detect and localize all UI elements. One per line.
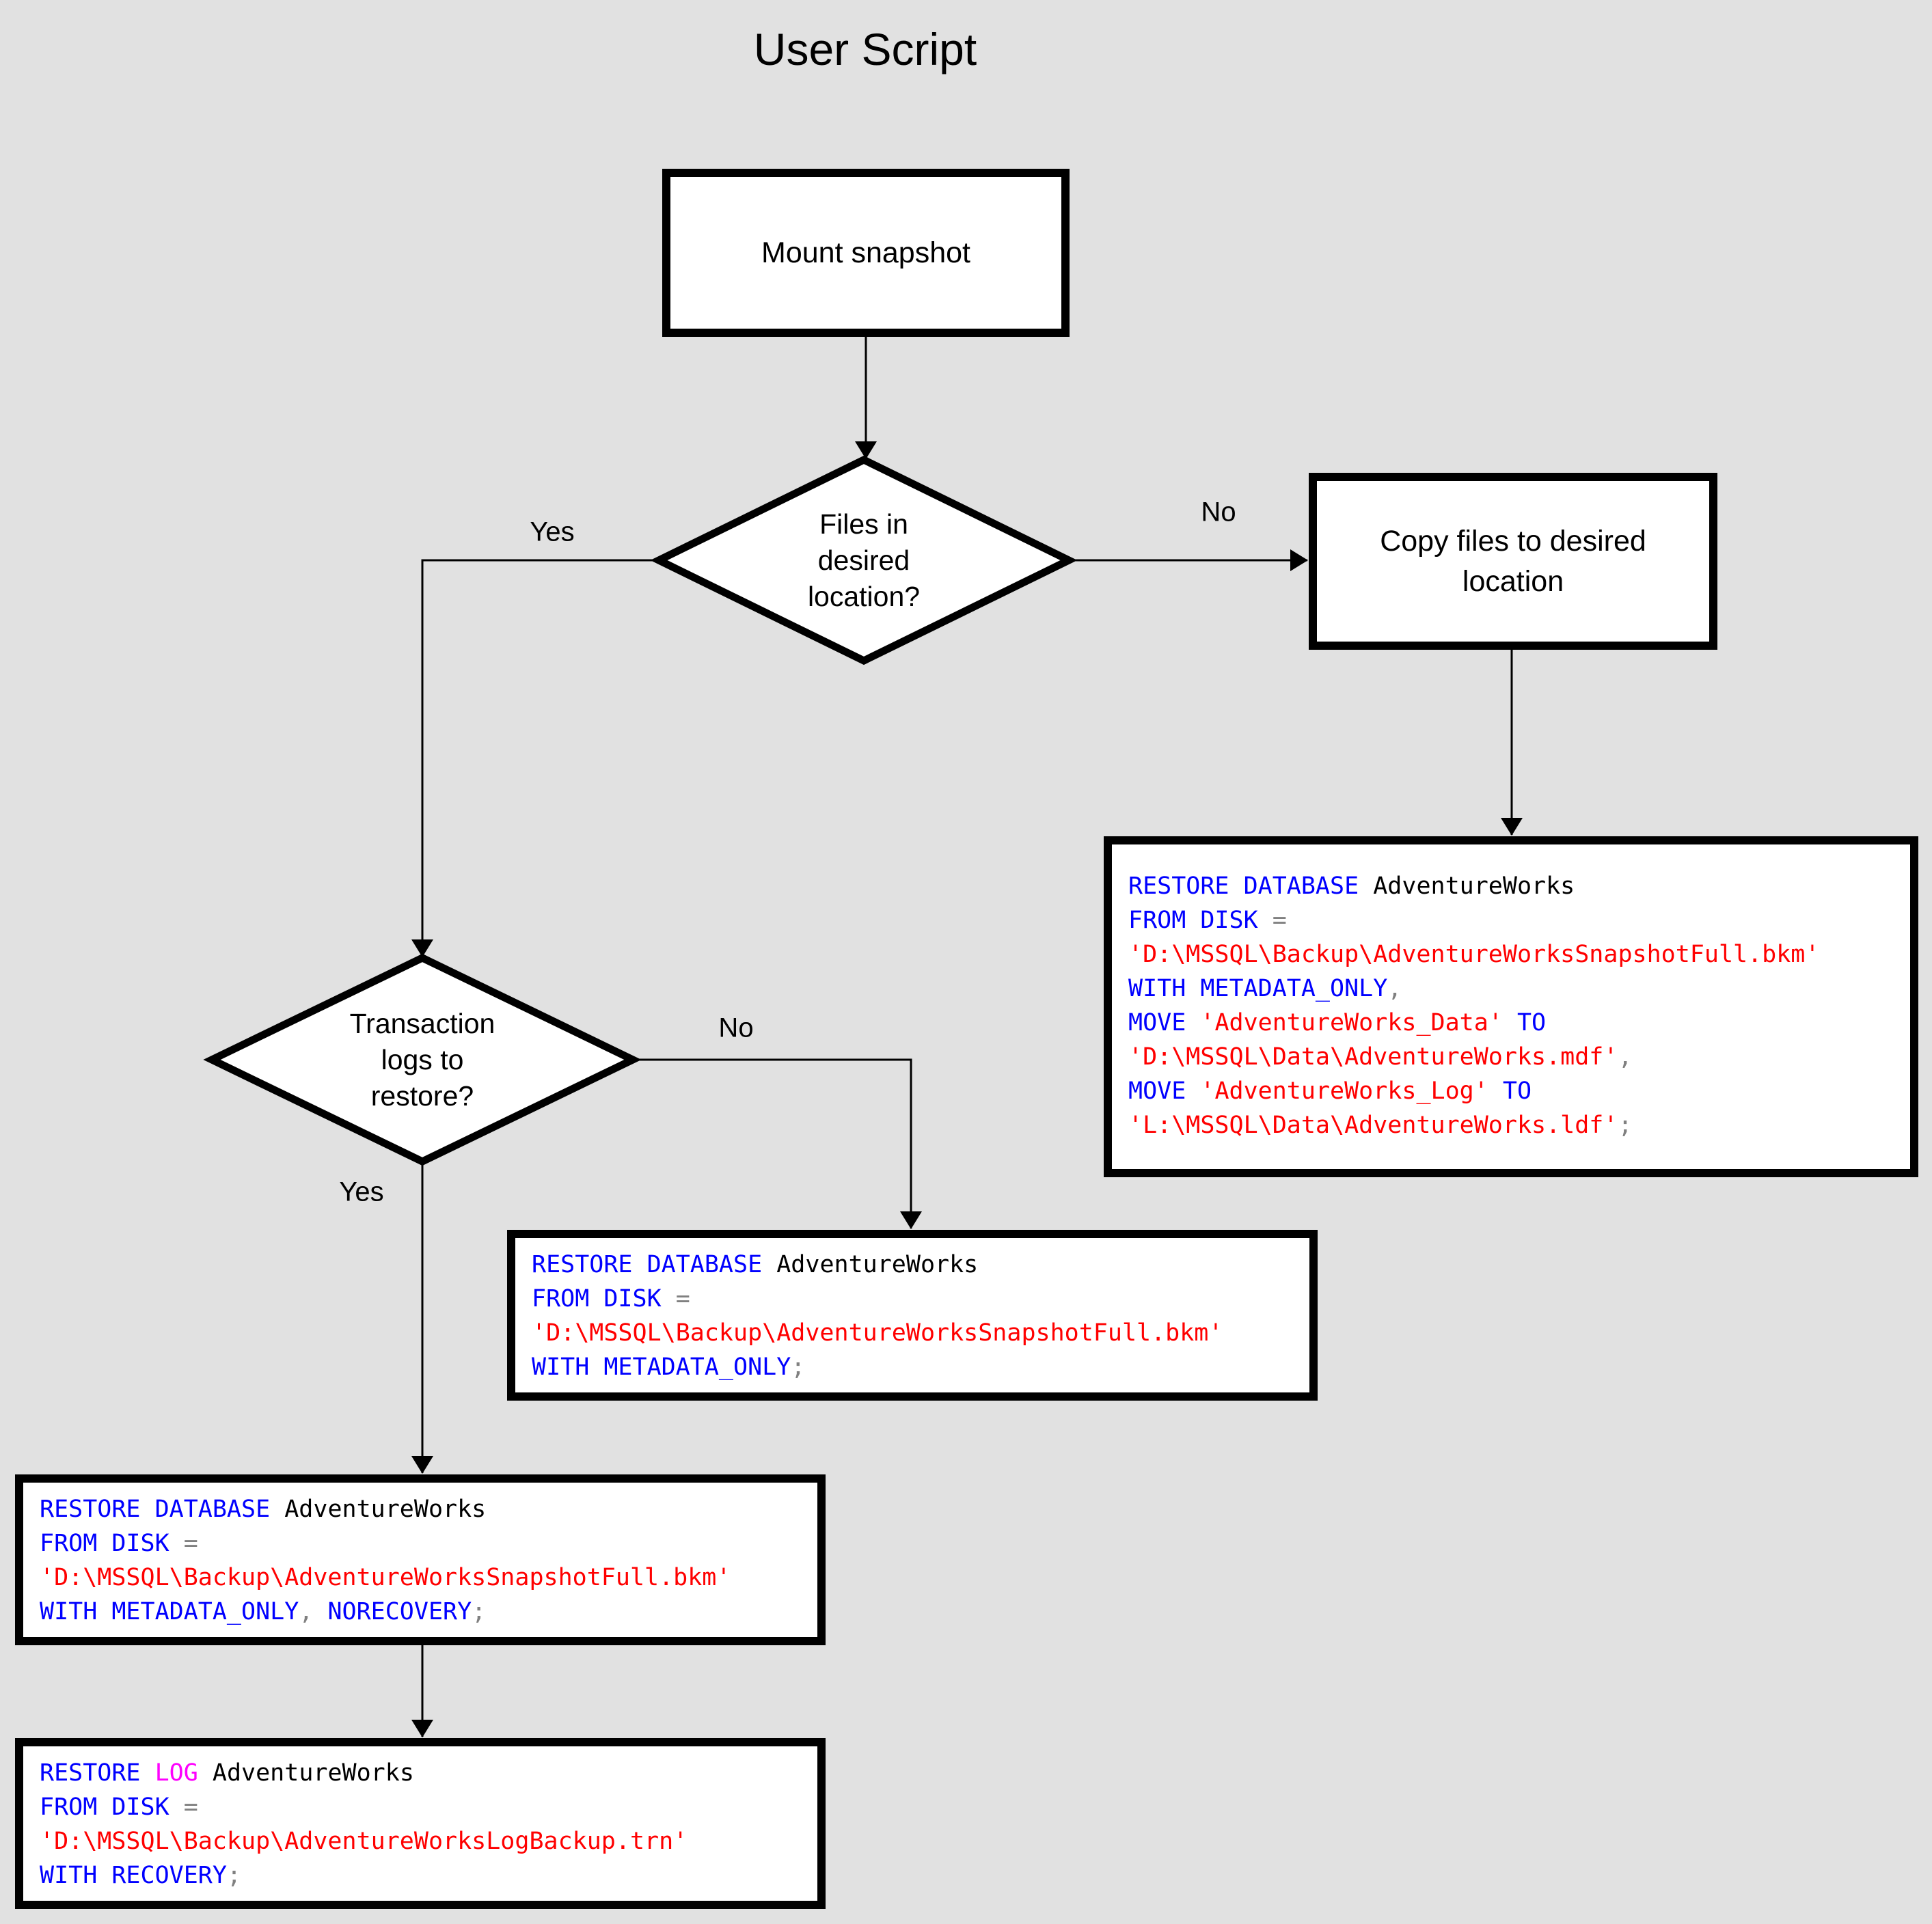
code-token-keyword: RESTORE [40, 1759, 141, 1787]
copy-files-label: Copy files to desired location [1380, 525, 1646, 598]
code-token-keyword: WITH RECOVERY [40, 1862, 227, 1889]
code-token-keyword: FROM DISK [1128, 907, 1258, 934]
mount-snapshot-label: Mount snapshot [761, 236, 970, 269]
code-line: MOVE 'AdventureWorks_Log' TO [1128, 1074, 1894, 1108]
code-token-keyword: RESTORE DATABASE [532, 1251, 763, 1278]
decision-files-shape [650, 455, 1078, 665]
code-line: 'L:\MSSQL\Data\AdventureWorks.ldf'; [1128, 1108, 1894, 1142]
code-token-keyword: RESTORE DATABASE [40, 1496, 271, 1523]
code-token-operator: = [1257, 907, 1287, 934]
code-token-string: 'D:\MSSQL\Backup\AdventureWorksSnapshotF… [40, 1564, 731, 1591]
code-token-keyword: NORECOVERY [327, 1598, 472, 1625]
code-token-identifier: AdventureWorks [762, 1251, 979, 1278]
code-token-keyword: TO [1488, 1077, 1532, 1105]
code-line: RESTORE DATABASE AdventureWorks [40, 1492, 801, 1526]
decision-logs-shape [203, 953, 642, 1166]
code-line: FROM DISK = [40, 1526, 801, 1561]
edge-label-files-no: No [1201, 497, 1236, 527]
code-token-operator: ; [472, 1598, 487, 1625]
code-token-identifier: AdventureWorks [198, 1759, 414, 1787]
code-token-log: LOG [140, 1759, 198, 1787]
code-token-operator: ; [791, 1353, 806, 1381]
code-token-keyword: MOVE [1128, 1077, 1186, 1105]
page-title: User Script [753, 24, 977, 74]
code-token-string: 'D:\MSSQL\Backup\AdventureWorksLogBackup… [40, 1828, 688, 1855]
code-line: 'D:\MSSQL\Backup\AdventureWorksSnapshotF… [40, 1561, 801, 1595]
code-token-operator: , [299, 1598, 328, 1625]
code-line: 'D:\MSSQL\Data\AdventureWorks.mdf', [1128, 1040, 1894, 1074]
code-line: 'D:\MSSQL\Backup\AdventureWorksSnapshotF… [1128, 937, 1894, 972]
code-line: WITH METADATA_ONLY; [532, 1350, 1293, 1384]
code-token-keyword: FROM DISK [40, 1794, 169, 1821]
code-token-identifier: AdventureWorks [1359, 872, 1575, 900]
process-copy-files: Copy files to desired location [1309, 473, 1717, 650]
code-token-keyword: FROM DISK [532, 1285, 662, 1313]
code-line: 'D:\MSSQL\Backup\AdventureWorksLogBackup… [40, 1824, 801, 1858]
code-line: WITH RECOVERY; [40, 1858, 801, 1893]
code-token-operator: = [661, 1285, 690, 1313]
code-token-operator: = [169, 1530, 198, 1557]
code-token-string: 'AdventureWorks_Log' [1186, 1077, 1488, 1105]
process-mount-snapshot: Mount snapshot [662, 169, 1070, 337]
code-token-keyword: WITH METADATA_ONLY [40, 1598, 299, 1625]
connector-logs-no-to-metadata-only-code [633, 1058, 922, 1229]
code-line: RESTORE DATABASE AdventureWorks [1128, 869, 1894, 903]
edge-label-logs-no: No [718, 1013, 754, 1043]
code-token-string: 'D:\MSSQL\Data\AdventureWorks.mdf' [1128, 1043, 1618, 1071]
code-line: FROM DISK = [532, 1282, 1293, 1316]
code-token-string: 'D:\MSSQL\Backup\AdventureWorksSnapshotF… [532, 1319, 1223, 1347]
code-token-operator: , [1387, 975, 1402, 1002]
code-line: FROM DISK = [1128, 903, 1894, 937]
code-line: RESTORE DATABASE AdventureWorks [532, 1248, 1293, 1282]
edge-label-files-yes: Yes [530, 517, 575, 547]
code-token-operator: = [169, 1794, 198, 1821]
code-token-identifier: AdventureWorks [270, 1496, 487, 1523]
code-line: 'D:\MSSQL\Backup\AdventureWorksSnapshotF… [532, 1316, 1293, 1350]
code-line: FROM DISK = [40, 1790, 801, 1824]
code-token-operator: , [1618, 1043, 1633, 1071]
code-token-keyword: TO [1502, 1009, 1547, 1036]
code-token-string: 'D:\MSSQL\Backup\AdventureWorksSnapshotF… [1128, 941, 1820, 968]
code-line: RESTORE LOG AdventureWorks [40, 1756, 801, 1790]
code-line: MOVE 'AdventureWorks_Data' TO [1128, 1006, 1894, 1040]
code-token-operator: ; [1618, 1112, 1633, 1139]
connector-files-yes-to-logs-decision [411, 559, 657, 957]
code-token-operator: ; [226, 1862, 242, 1889]
code-line: WITH METADATA_ONLY, NORECOVERY; [40, 1595, 801, 1629]
code-token-keyword: MOVE [1128, 1009, 1186, 1036]
code-token-keyword: FROM DISK [40, 1530, 169, 1557]
code-token-keyword: RESTORE DATABASE [1128, 872, 1359, 900]
edge-label-logs-yes: Yes [339, 1177, 384, 1207]
code-token-string: 'L:\MSSQL\Data\AdventureWorks.ldf' [1128, 1112, 1618, 1139]
code-token-string: 'AdventureWorks_Data' [1186, 1009, 1503, 1036]
code-line: WITH METADATA_ONLY, [1128, 972, 1894, 1006]
code-token-keyword: WITH METADATA_ONLY [1128, 975, 1388, 1002]
code-token-keyword: WITH METADATA_ONLY [532, 1353, 791, 1381]
